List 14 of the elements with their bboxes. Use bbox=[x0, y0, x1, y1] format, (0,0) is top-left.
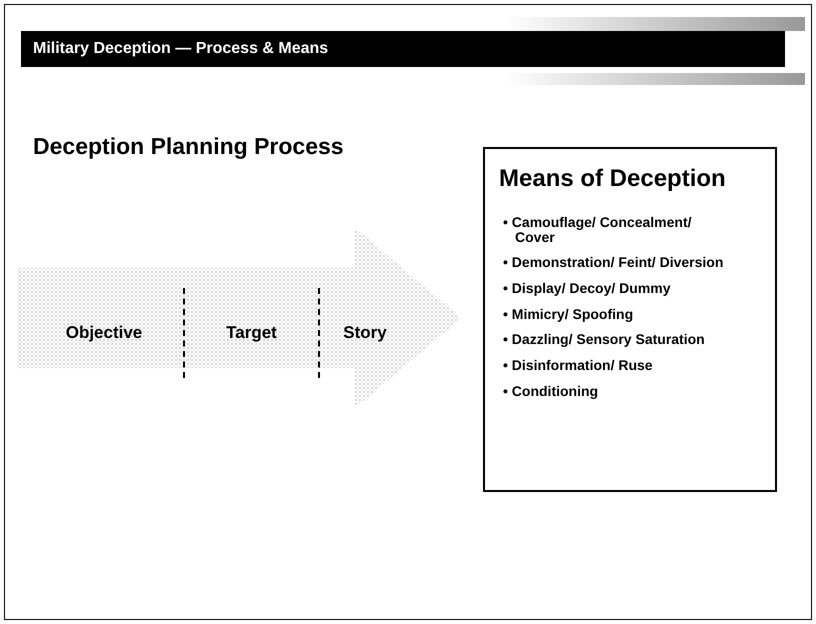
title-bar: Military Deception — Process & Means bbox=[21, 31, 785, 67]
bullet-item: • Display/ Decoy/ Dummy bbox=[503, 281, 672, 296]
bullet-item: • Conditioning bbox=[503, 384, 600, 398]
box-heading: Means of Deception bbox=[499, 165, 727, 193]
bullet-item: • Demonstration/ Feint/ Diversion bbox=[503, 255, 724, 270]
stage-label: Story bbox=[343, 323, 387, 343]
bullet-item: • Dazzling/ Sensory Saturation bbox=[503, 332, 706, 348]
section-heading: Deception Planning Process bbox=[33, 133, 344, 160]
stage-label: Objective bbox=[66, 323, 142, 343]
stage-label: Target bbox=[226, 323, 277, 343]
bullet-item: • Mimicry/ Spoofing bbox=[503, 306, 634, 322]
bullet-item: • Camouflage/ Concealment/ Cover bbox=[503, 215, 692, 244]
bullet-item: • Disinformation/ Ruse bbox=[503, 358, 654, 373]
text-box bbox=[483, 147, 777, 492]
